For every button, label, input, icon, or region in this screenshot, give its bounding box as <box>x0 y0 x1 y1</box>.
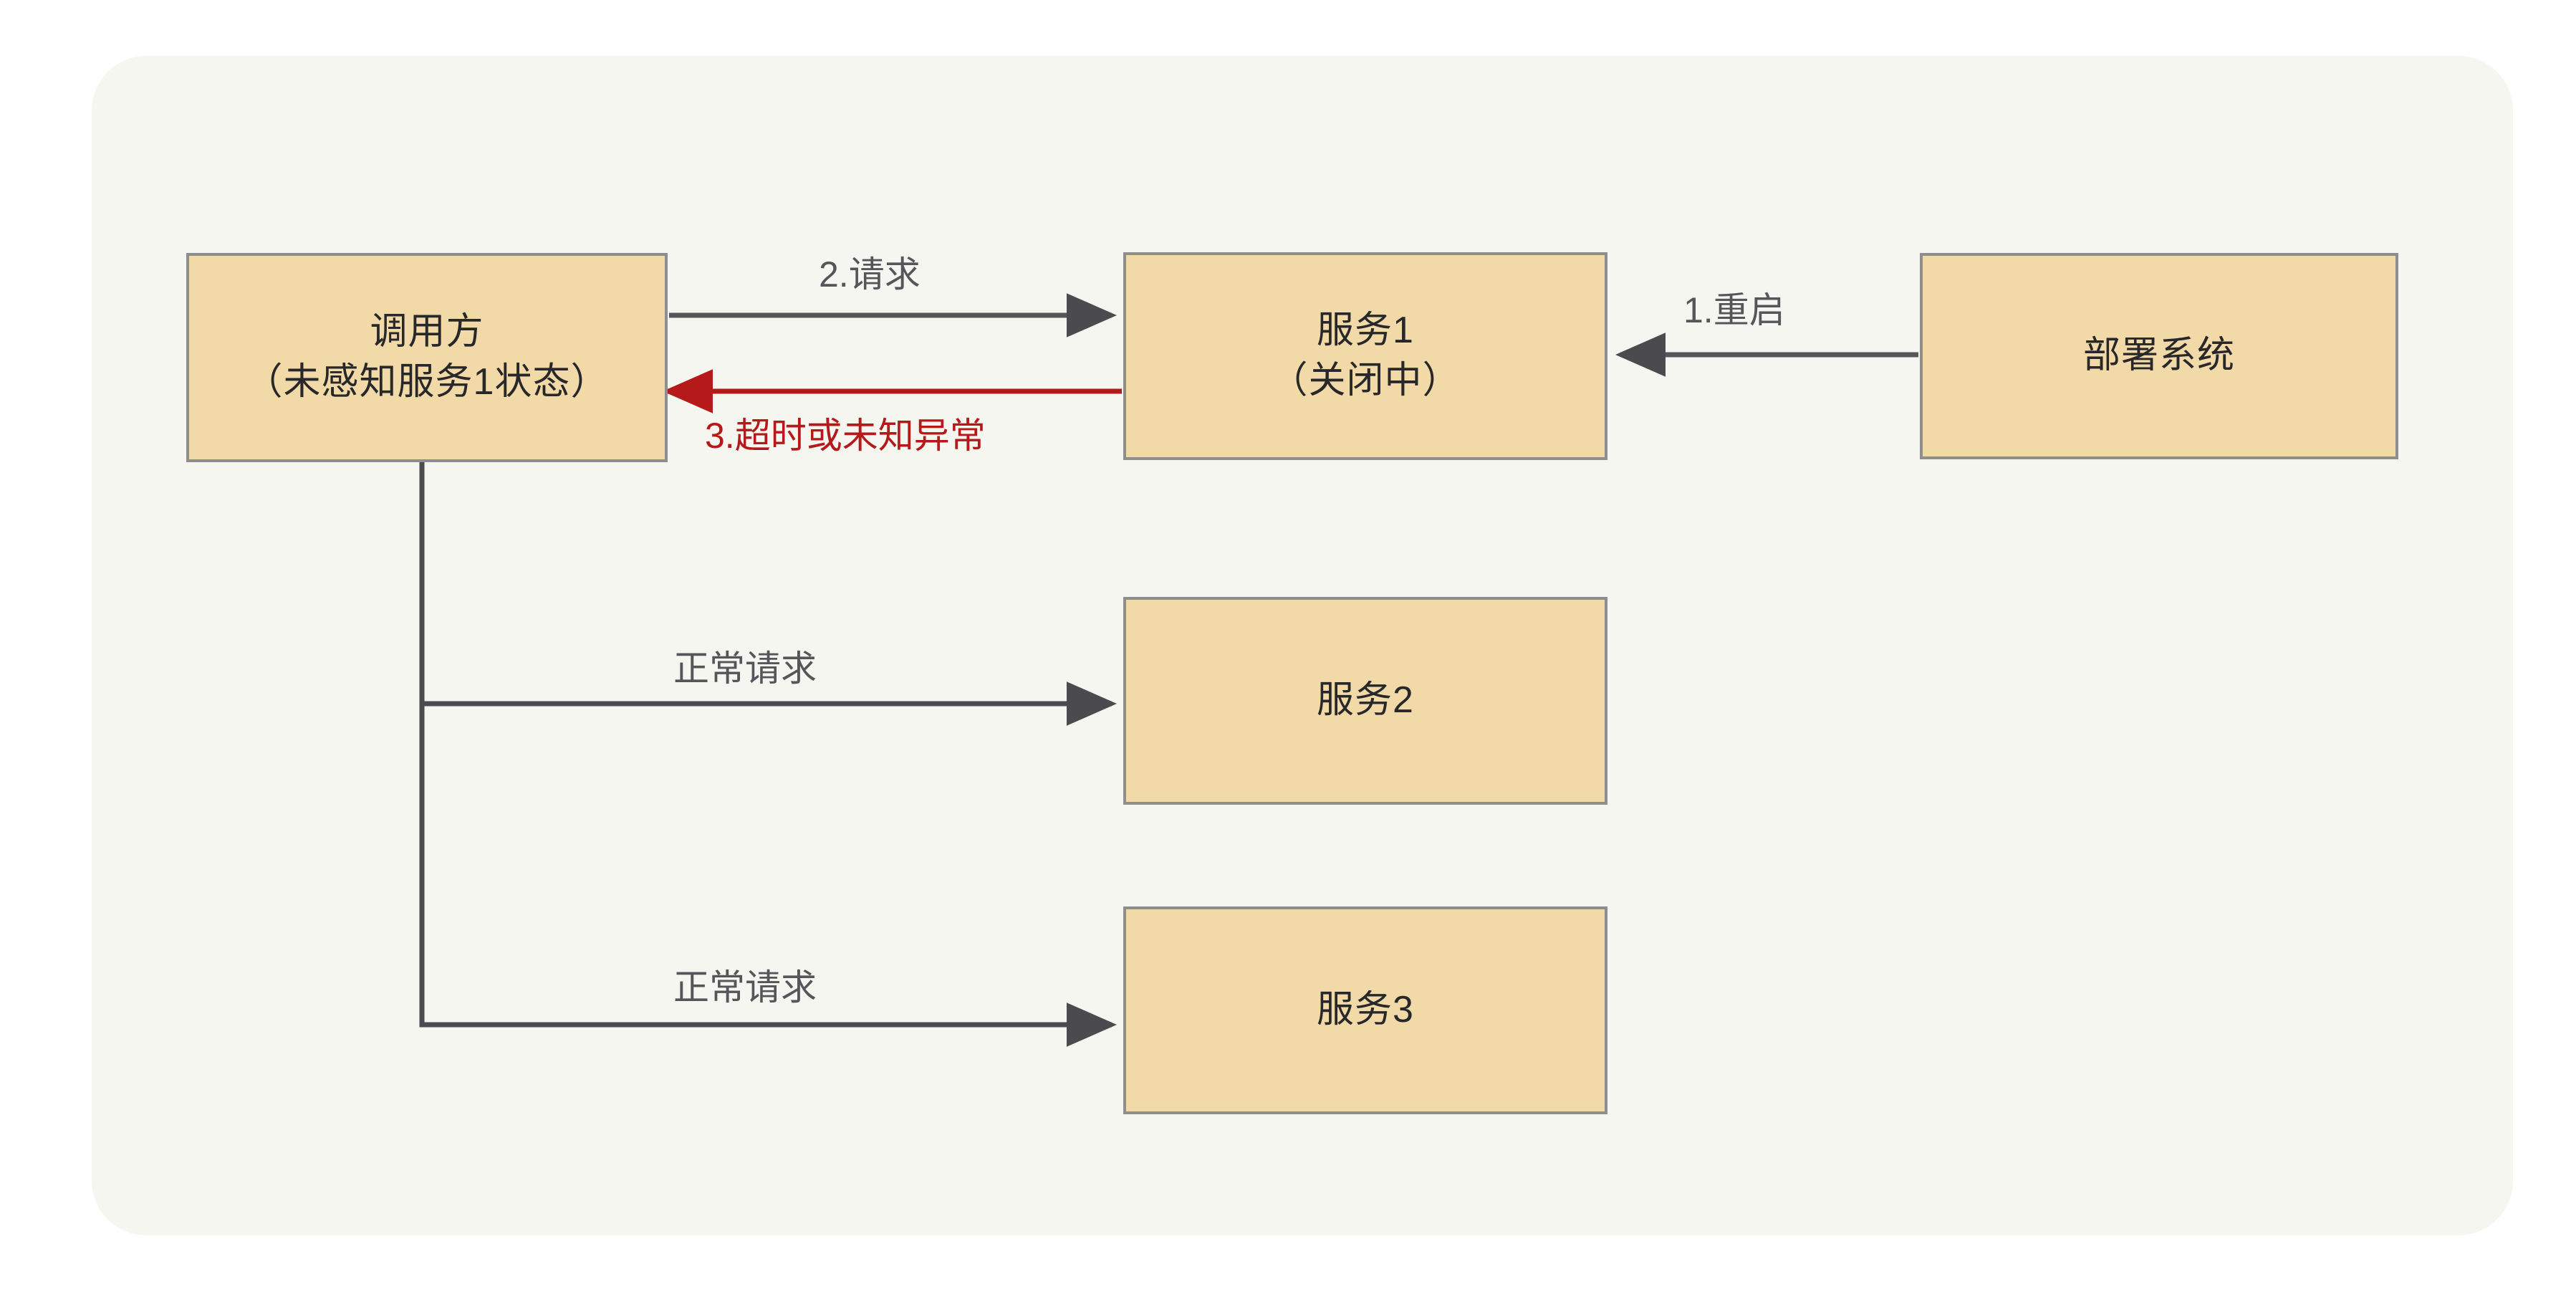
node-service2[interactable]: 服务2 <box>1123 597 1607 805</box>
node-service1-title: 服务1 <box>1317 310 1414 352</box>
edge-label-normal-service2: 正常请求 <box>673 648 817 689</box>
node-caller-title: 调用方 <box>370 311 484 353</box>
node-service3[interactable]: 服务3 <box>1123 906 1607 1114</box>
node-service3-title: 服务3 <box>1317 989 1414 1031</box>
node-service1-subtitle: （关闭中） <box>1270 360 1461 401</box>
node-deploy-system-title: 部署系统 <box>2082 335 2235 377</box>
node-deploy-system[interactable]: 部署系统 <box>1920 253 2398 459</box>
node-caller[interactable]: 调用方 （未感知服务1状态） <box>186 253 668 462</box>
edge-label-normal-service3: 正常请求 <box>673 967 817 1008</box>
edge-label-restart: 1.重启 <box>1683 290 1785 330</box>
node-service1[interactable]: 服务1 （关闭中） <box>1123 252 1607 460</box>
node-service2-title: 服务2 <box>1317 679 1414 722</box>
node-caller-subtitle: （未感知服务1状态） <box>245 361 609 403</box>
edge-label-request: 2.请求 <box>819 254 921 295</box>
edge-label-timeout: 3.超时或未知异常 <box>705 416 986 456</box>
